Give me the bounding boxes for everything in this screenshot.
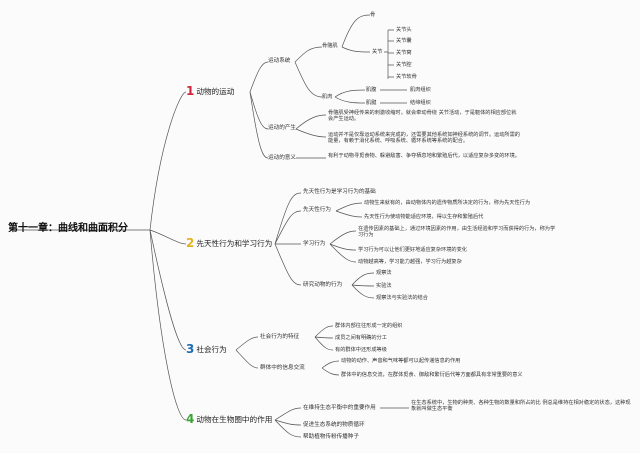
connector-b2-top <box>274 192 302 245</box>
connector-b1-yundong <box>249 61 269 93</box>
node-tezheng[interactable]: 社会行为的特征 <box>260 334 300 340</box>
text-xuexi-3: 动物越高等，学习能力越强，学习行为越复杂 <box>358 259 462 265</box>
connector-jirou-jijian <box>334 96 366 104</box>
branch4-number: 4 <box>186 412 195 426</box>
node-yundong-chansheng[interactable]: 运动的产生 <box>268 125 296 131</box>
connector-root-b4 <box>149 229 187 421</box>
node-jiehe[interactable]: 观察法与实验法的结合 <box>376 295 428 301</box>
text-shengtai-pingheng: 在生态系统中，生物的种类、各种生物的数量和所占的比 例总是维持在相对稳定的状态，… <box>411 400 631 412</box>
connector-root-b2 <box>149 229 187 245</box>
text-xuexi-2: 学习行为可以让他们更好地适应复杂环境的变化 <box>358 247 467 253</box>
node-yundong-xitong[interactable]: 运动系统 <box>268 58 291 64</box>
node-guanjie-qiang[interactable]: 关节腔 <box>396 62 412 68</box>
node-wuzhi-xunhuan[interactable]: 促进生态系统的物质循环 <box>303 422 365 428</box>
connector-xuexi-items <box>329 230 357 263</box>
text-xuexi-1: 在遗传因素的基础上，通过环境因素的作用，由生活经验和学习而获得的行为，称为学习行… <box>358 226 556 238</box>
node-gugeji[interactable]: 骨骼肌 <box>322 43 338 49</box>
connector-b3-tezheng <box>235 336 259 351</box>
node-jirou[interactable]: 肌肉 <box>322 94 333 100</box>
node-xiantianxing[interactable]: 先天性行为 <box>303 207 331 213</box>
connector-b4-wuzhi <box>274 419 302 426</box>
connector-guanjie-items <box>384 29 394 79</box>
node-guanjie-ruangu[interactable]: 关节软骨 <box>396 74 417 80</box>
connector-b4-zhiwu <box>274 419 302 438</box>
text-tezheng-3: 有的群体中还形成等级 <box>335 347 387 353</box>
text-xiantian-1: 动物生来就有的，由动物体内的遗传物质所决定的行为，称为先天性行为 <box>364 200 531 206</box>
node-shiyanfa[interactable]: 实验法 <box>376 283 392 289</box>
branch3-number: 3 <box>186 342 195 356</box>
node-yundong-yiyi[interactable]: 运动的意义 <box>268 155 296 161</box>
node-guanjie-nang[interactable]: 关节囊 <box>396 38 412 44</box>
connector-b4-pingheng <box>274 407 302 421</box>
node-jichu[interactable]: 先天性行为是学习行为的基础 <box>303 189 376 195</box>
connector-b3-jiaoliu <box>235 349 259 369</box>
node-jifu[interactable]: 肌腹 <box>366 87 377 93</box>
connector-b1-yiyi <box>249 91 269 159</box>
connector-jiaoliu-items <box>321 360 340 376</box>
node-guanchafa[interactable]: 观察法 <box>376 270 392 276</box>
connector-root-b1 <box>149 91 187 231</box>
branch4-label: 动物在生物圈中的作用 <box>196 415 273 424</box>
connector-yundong-gugeji <box>294 46 323 63</box>
node-jijian[interactable]: 肌腱 <box>366 100 377 106</box>
connector-yundong-jirou <box>294 61 323 98</box>
connector-b1-chansheng <box>249 91 269 130</box>
node-guanjie[interactable]: 关节 <box>372 49 383 55</box>
text-jiaoliu-2: 群体中的信息交流，在群体觅食、御敌和繁衍后代等方面都具有非常重要的意义 <box>341 372 523 378</box>
branch3-label: 社会行为 <box>196 345 227 354</box>
connector-b2-xiantian <box>274 210 302 245</box>
text-tezheng-1: 群体内部往往形成一定的组织 <box>335 323 403 329</box>
connector-gugeji-guanjie <box>341 46 371 53</box>
node-xinxi-jiaoliu[interactable]: 群体中的信息交流 <box>260 365 305 371</box>
branch1-number: 1 <box>186 84 195 98</box>
branch2-label: 先天性行为和学习行为 <box>196 239 273 248</box>
text-chansheng-2: 运动并不是仅靠运动系统来完成的，还需要其他系统如神经系统的调节。运动所需的能量，… <box>328 132 520 144</box>
text-xiantian-2: 先天性行为使动物能适应环境，得以生存和繁殖后代 <box>364 214 484 220</box>
node-guanjie-tou[interactable]: 关节头 <box>396 27 412 33</box>
node-guanjie-wo[interactable]: 关节窝 <box>396 50 412 56</box>
connector-tezheng-items <box>314 325 334 351</box>
connector-root-b3 <box>149 229 187 351</box>
node-xuexi[interactable]: 学习行为 <box>303 241 326 247</box>
connector-xiantian-items <box>335 202 363 218</box>
root-title: 第十一章：曲线和曲面积分 <box>8 223 128 234</box>
node-chuanfen[interactable]: 帮助植物传粉传播种子 <box>303 434 359 440</box>
connector-jirou-jifu <box>334 89 366 98</box>
text-yiyi: 有利于动物寻觅食物、躲避敌害、争夺栖息地和繁殖后代，以适应复杂多变的环境。 <box>328 153 520 159</box>
node-yanjiu[interactable]: 研究动物的行为 <box>303 282 343 288</box>
connector-b2-yanjiu <box>274 243 302 286</box>
node-gu[interactable]: 骨 <box>370 12 376 18</box>
connector-chansheng-texts <box>295 114 327 138</box>
node-shengtai-pingheng[interactable]: 在维持生态平衡中的重要作用 <box>303 405 376 411</box>
node-jiedi-zuzhi[interactable]: 结缔组织 <box>410 100 431 106</box>
node-jirou-zuzhi[interactable]: 肌肉组织 <box>410 87 431 93</box>
text-tezheng-2: 成员之间有明确的分工 <box>335 335 387 341</box>
text-chansheng-1: 骨骼肌受神经传来的刺激收缩时，就会牵动骨绕 关节活动，于是躯体的相应部位就会产生… <box>328 110 517 122</box>
branch2-number: 2 <box>186 236 195 250</box>
connector-yanjiu-items <box>351 272 375 299</box>
text-jiaoliu-1: 动物的动作、声音和气味等都可以起传递信息的作用 <box>341 358 461 364</box>
branch1-label: 动物的运动 <box>196 87 235 96</box>
connector-gugeji-gu <box>341 14 371 48</box>
